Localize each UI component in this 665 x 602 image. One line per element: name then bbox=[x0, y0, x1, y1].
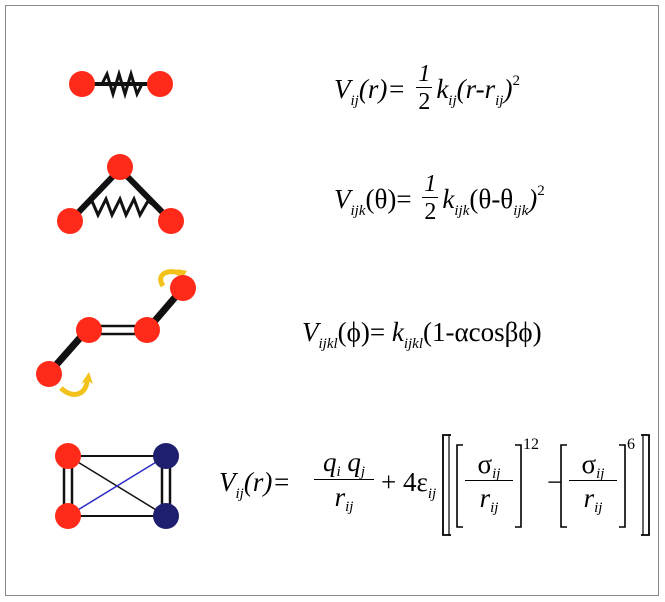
eq-V: V bbox=[334, 184, 351, 215]
eq-exp: 2 bbox=[537, 183, 545, 200]
frac-den: 2 bbox=[418, 89, 431, 115]
eq-sub: ijkl bbox=[318, 336, 338, 352]
minus-sign: − bbox=[547, 467, 563, 497]
eq-k-sub: ijkl bbox=[403, 336, 423, 352]
eq-arg: (r)= bbox=[358, 74, 406, 105]
frac-num: 1 bbox=[418, 61, 431, 87]
torsion-icon bbox=[36, 269, 196, 397]
eq-arg: (r)= bbox=[243, 467, 291, 497]
torsion-equation: Vijkl(ϕ)= kijkl(1-αcosβϕ) bbox=[302, 317, 542, 352]
sigma-sub: ij bbox=[596, 466, 605, 482]
eq-body: (1-αcosβϕ) bbox=[423, 317, 542, 347]
exponent-12: 12 bbox=[523, 436, 539, 453]
r-den: r bbox=[334, 482, 346, 512]
eq-k: k bbox=[442, 184, 455, 215]
eq-paren: (r-r bbox=[456, 74, 496, 105]
eq-close: ) bbox=[503, 74, 513, 105]
eq-paren: (θ-θ bbox=[469, 184, 514, 215]
eq-k-sub: ij bbox=[448, 93, 457, 110]
q-i-sub: i bbox=[336, 464, 341, 480]
q-j-sub: j bbox=[360, 464, 366, 480]
coulomb-fraction: qi qj rij bbox=[314, 447, 374, 515]
eps-sub: ij bbox=[427, 486, 437, 502]
sigma: σ bbox=[477, 449, 493, 479]
sigma-fraction-6: σij rij bbox=[565, 449, 621, 516]
frac-den: 2 bbox=[424, 199, 437, 225]
eq-arg: (θ)= bbox=[365, 184, 412, 215]
eq-k: k bbox=[391, 317, 404, 347]
sigma-sub: ij bbox=[492, 466, 501, 482]
eq-close: ) bbox=[528, 184, 538, 215]
r-den: r bbox=[479, 483, 491, 513]
eq-r-sub: ij bbox=[495, 93, 504, 110]
nonbonded-equation: Vij(r)= qi qj rij + 4εij σij rij 12 − bbox=[219, 431, 659, 541]
nonbonded-icon bbox=[55, 443, 179, 529]
lj-brackets bbox=[442, 434, 650, 536]
plus-four-eps: + 4ε bbox=[381, 467, 428, 497]
eq-k-sub: ijk bbox=[454, 203, 470, 220]
eq-sub: ijk bbox=[350, 203, 366, 220]
sigma-fraction-12: σij rij bbox=[461, 449, 517, 516]
q-i: q bbox=[322, 447, 337, 477]
angle-spring-icon bbox=[57, 154, 184, 234]
r-den-sub: ij bbox=[345, 499, 354, 515]
eq-V: V bbox=[302, 317, 319, 347]
eq-sub: ij bbox=[350, 93, 359, 110]
r-den-sub: ij bbox=[490, 500, 499, 516]
eq-V: V bbox=[334, 74, 351, 105]
r-den-sub: ij bbox=[594, 500, 603, 516]
frac-num: 1 bbox=[424, 171, 437, 197]
eq-arg: (ϕ)= bbox=[337, 317, 386, 347]
q-j: q bbox=[347, 447, 361, 477]
spring-bond-icon bbox=[69, 68, 173, 100]
exponent-6: 6 bbox=[627, 436, 635, 453]
eq-t-sub: ijk bbox=[513, 203, 529, 220]
eq-sub: ij bbox=[235, 486, 244, 502]
eq-exp: 2 bbox=[512, 73, 520, 90]
eq-k: k bbox=[436, 74, 449, 105]
r-den: r bbox=[583, 483, 595, 513]
eq-V: V bbox=[219, 467, 236, 497]
sigma: σ bbox=[581, 449, 597, 479]
